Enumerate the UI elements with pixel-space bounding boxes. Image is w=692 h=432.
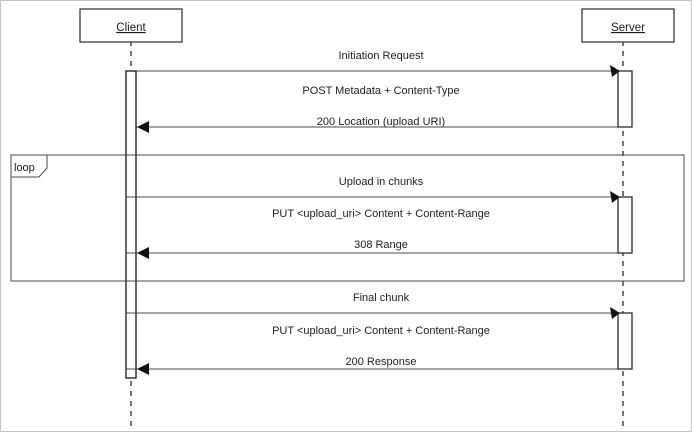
activation-bar-server-initiation — [617, 70, 633, 128]
fragment-tab-loop — [10, 154, 48, 178]
message-label-post-metadata: POST Metadata + Content-Type — [302, 85, 459, 97]
message-label-200-response: 200 Response — [346, 356, 417, 368]
message-label-put-final: PUT <upload_uri> Content + Content-Range — [272, 325, 490, 337]
actor-box-client[interactable] — [79, 8, 183, 43]
actor-label-server: Server — [611, 22, 645, 34]
actor-label-client: Client — [116, 22, 146, 34]
activation-bar-client — [125, 70, 137, 379]
group-header-upload-chunks: Upload in chunks — [339, 176, 424, 188]
fragment-box-loop[interactable] — [10, 154, 685, 282]
activation-bar-server-upload-chunks — [617, 196, 633, 254]
arrowhead-200-location — [137, 121, 149, 133]
arrowhead-put-final — [610, 307, 620, 319]
arrowhead-308-range — [137, 247, 149, 259]
message-label-200-location: 200 Location (upload URI) — [317, 116, 445, 128]
arrowhead-put-chunk — [610, 191, 620, 203]
arrowhead-post-metadata — [610, 65, 620, 77]
arrowhead-200-response — [137, 363, 149, 375]
actor-box-server[interactable] — [581, 8, 675, 43]
message-label-put-chunk: PUT <upload_uri> Content + Content-Range — [272, 208, 490, 220]
group-header-initiation: Initiation Request — [339, 50, 424, 62]
fragment-label-loop: loop — [14, 162, 35, 174]
message-label-308-range: 308 Range — [354, 239, 408, 251]
group-header-final-chunk: Final chunk — [353, 292, 410, 304]
activation-bar-server-final-chunk — [617, 312, 633, 370]
